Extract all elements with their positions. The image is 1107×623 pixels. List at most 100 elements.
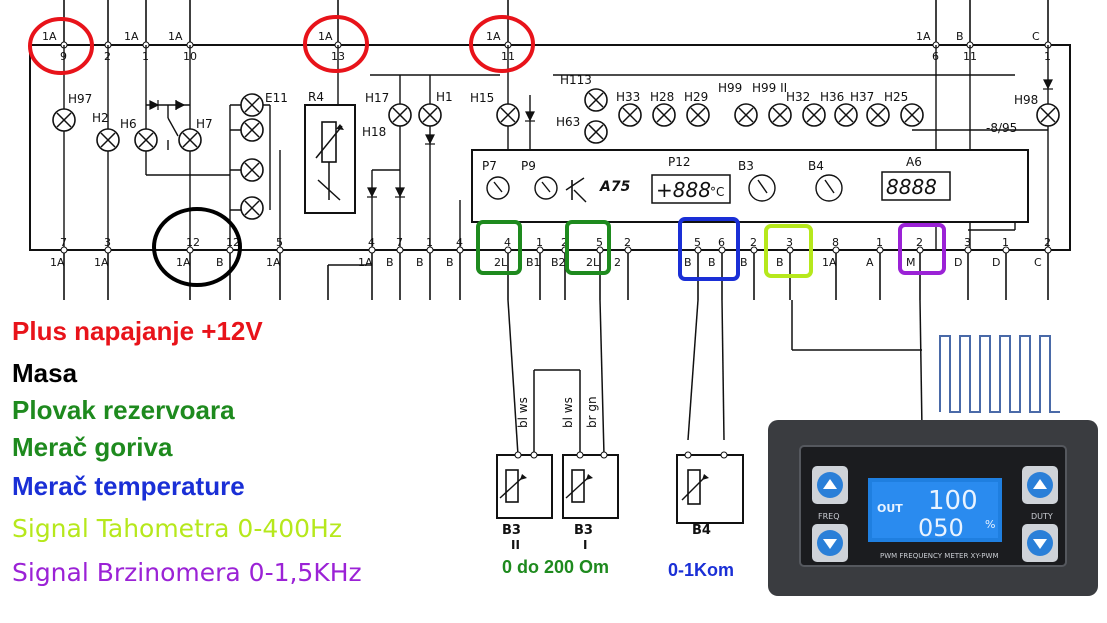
bottom-pin-group: D xyxy=(992,256,1000,269)
top-pin-group: 1A xyxy=(486,30,501,43)
bottom-pin-group: M xyxy=(906,256,916,269)
bottom-pin-number: 2 xyxy=(750,236,757,249)
indicator-lamp-icon xyxy=(686,103,710,127)
temp-range-caption: 0-1Kom xyxy=(668,560,735,580)
component-label: H98 xyxy=(1014,93,1038,107)
bottom-pin-number: 4 xyxy=(504,236,511,249)
indicator-lamp-icon xyxy=(652,103,676,127)
wire-color-label: bl ws xyxy=(516,397,530,428)
bottom-stub-wires xyxy=(63,250,1049,300)
top-pin-group: 1A xyxy=(916,30,931,43)
bottom-pin-labels: 71A31A121A12B51A41A7B1B4B42L1B12B252L225… xyxy=(50,236,1052,269)
pin-terminal xyxy=(276,246,284,254)
component-label: H25 xyxy=(884,90,908,104)
bottom-pin-group: B xyxy=(416,256,424,269)
sensor-sub: I xyxy=(583,538,587,552)
bottom-pin-group: B xyxy=(446,256,454,269)
sensor-name: B3 xyxy=(502,523,521,538)
legend-fuel-float: Plovak rezervoara xyxy=(12,395,235,425)
bottom-pin-number: 2 xyxy=(624,236,631,249)
sensor-b4: B4 xyxy=(676,451,744,538)
component-label: E11 xyxy=(265,91,288,105)
bottom-pin-group: 2L xyxy=(586,256,600,269)
pin-terminal xyxy=(750,246,758,254)
component-label: H99 xyxy=(718,81,742,95)
pin-terminal xyxy=(694,246,702,254)
indicator-lamp-icon xyxy=(388,103,412,127)
sensor-name: B3 xyxy=(574,523,593,538)
top-pin-group: C xyxy=(1032,30,1040,43)
component-label: H6 xyxy=(120,117,137,131)
wire-color-label: br gn xyxy=(585,396,599,428)
sensor-b3-i: B3 I xyxy=(562,451,619,552)
pin-terminal xyxy=(786,246,794,254)
indicator-lamp-icon xyxy=(418,103,442,127)
bottom-pin-group: A xyxy=(866,256,874,269)
indicator-lamp-icon xyxy=(240,158,264,182)
bottom-pin-number: 2 xyxy=(1044,236,1051,249)
highlight-markers xyxy=(28,15,946,287)
bottom-pin-group: B xyxy=(386,256,394,269)
bottom-pin-number: 1 xyxy=(876,236,883,249)
bottom-pin-number: 2 xyxy=(561,236,568,249)
green-marker-fuel-level xyxy=(476,220,522,275)
component-label: H32 xyxy=(786,90,810,104)
bottom-pin-number: 6 xyxy=(718,236,725,249)
bottom-pin-number: 1 xyxy=(536,236,543,249)
indicator-lamp-icon xyxy=(834,103,858,127)
bottom-pin-number: 3 xyxy=(104,236,111,249)
pwm-generator-module: OUT 100 050 % FREQ DUTY PWM FREQUENCY ME… xyxy=(768,420,1098,596)
indicator-lamp-icon xyxy=(768,103,792,127)
pin-terminal xyxy=(104,246,112,254)
bottom-pin-group: 1A xyxy=(358,256,373,269)
indicator-lamp-icon xyxy=(496,103,520,127)
red-marker-pin-11 xyxy=(469,15,535,73)
component-labels: H97 H2 H6 H7 E11 R4 H17 H18 H1 H15 H113 … xyxy=(68,73,1038,139)
bottom-pin-number: 7 xyxy=(396,236,403,249)
bottom-pin-group: B1 xyxy=(526,256,541,269)
panel-p12-unit: °C xyxy=(710,185,724,199)
wire-color-labels: bl ws bl ws br gn xyxy=(516,396,599,428)
component-label: H37 xyxy=(850,90,874,104)
sensor-name: B4 xyxy=(692,523,711,538)
bottom-pin-number: 12 xyxy=(226,236,240,249)
bottom-pin-number: 7 xyxy=(60,236,67,249)
top-pin-group: 1A xyxy=(124,30,139,43)
top-pin-labels: 1A 9 2 1A 1 1A 10 1A 13 1A 11 1A 6 B 11 … xyxy=(42,30,1052,63)
component-label: H29 xyxy=(684,90,708,104)
bottom-pin-number: 3 xyxy=(964,236,971,249)
component-label: H15 xyxy=(470,91,494,105)
pin-terminal xyxy=(504,246,512,254)
pin-terminal xyxy=(832,246,840,254)
panel-p12-value: +888 xyxy=(656,178,711,202)
square-wave-signal xyxy=(939,335,1060,413)
top-pin-group: B xyxy=(956,30,964,43)
bottom-pin-number: 5 xyxy=(596,236,603,249)
red-marker-pin-13 xyxy=(303,15,369,73)
component-label: H33 xyxy=(616,90,640,104)
component-label: H113 xyxy=(560,73,592,87)
indicator-lamp-icon xyxy=(584,88,608,112)
component-label: H7 xyxy=(196,117,213,131)
indicator-lamp-icon xyxy=(1036,103,1060,127)
cluster-frame xyxy=(29,44,1071,251)
indicator-lamp-icon xyxy=(134,128,158,152)
module-duty-value: 050 xyxy=(918,514,964,542)
top-pin-group: 1A xyxy=(168,30,183,43)
legend-supply: Plus napajanje +12V xyxy=(12,316,263,346)
panel-a6-value: 8888 xyxy=(886,175,937,199)
blue-marker-temperature xyxy=(678,217,740,281)
panel-label-p7: P7 xyxy=(482,159,497,173)
pin-terminal xyxy=(186,246,194,254)
bottom-pin-group: 1A xyxy=(94,256,109,269)
indicator-lamp-icon xyxy=(734,103,758,127)
bottom-pin-group: 1A xyxy=(822,256,837,269)
panel-label-a6: A6 xyxy=(906,155,922,169)
bottom-pin-group: B xyxy=(708,256,716,269)
instrument-panel: P7 P9 P12 B3 B4 A6 A75 +888 °C 8888 xyxy=(471,149,1029,223)
bottom-pin-number: 5 xyxy=(276,236,283,249)
legend-tachometer: Signal Tahometra 0-400Hz xyxy=(12,514,342,543)
component-label: -8/95 xyxy=(986,121,1017,135)
module-percent: % xyxy=(985,518,995,531)
panel-label-b4: B4 xyxy=(808,159,824,173)
